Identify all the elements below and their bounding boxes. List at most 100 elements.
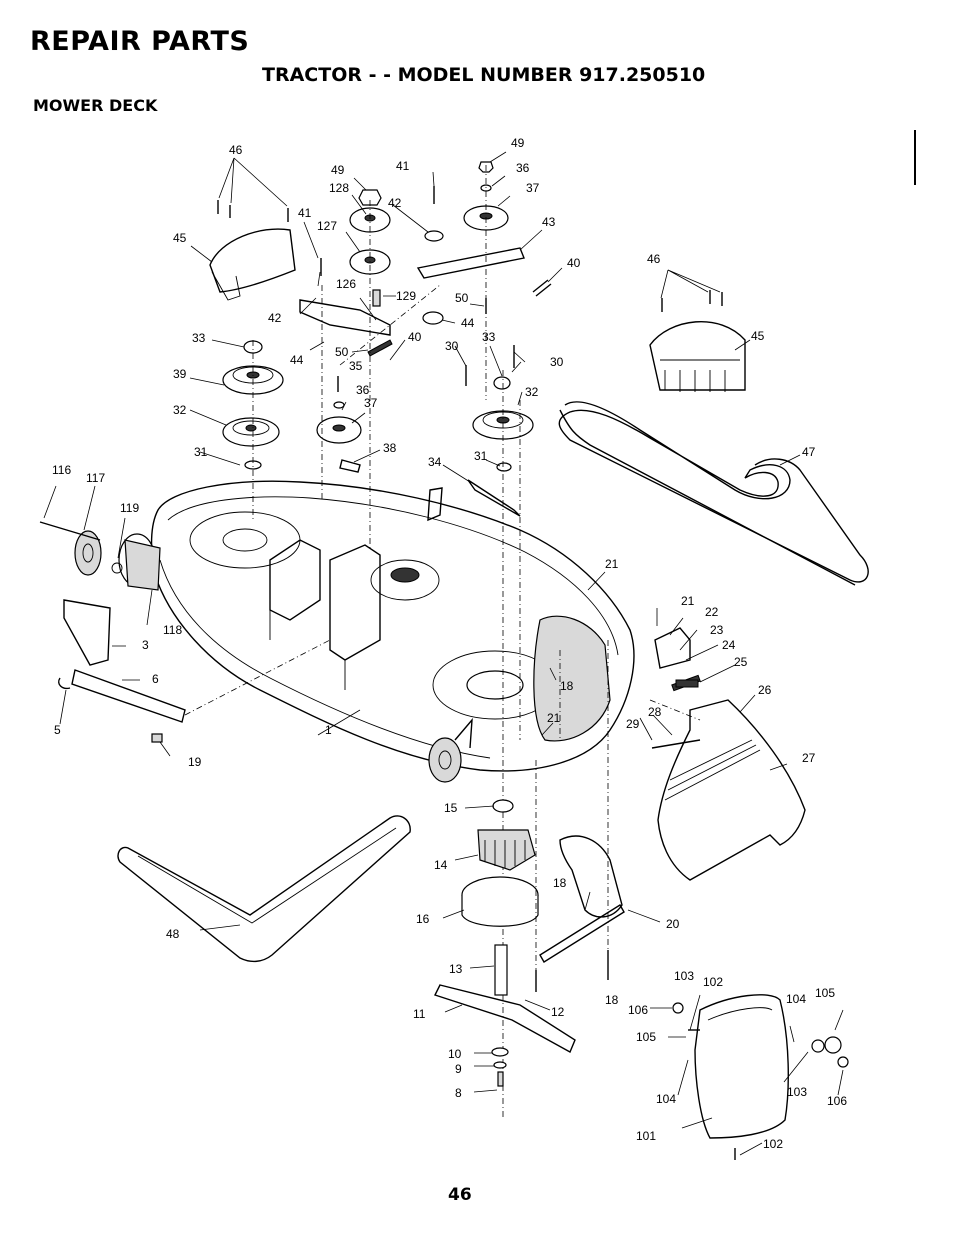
pulley-cover-left — [209, 228, 296, 301]
callout-102: 102 — [763, 1137, 783, 1151]
callout-40: 40 — [567, 256, 581, 270]
callout-6: 6 — [152, 672, 159, 686]
callout-9: 9 — [455, 1062, 462, 1076]
callout-42: 42 — [388, 196, 402, 210]
callout-48: 48 — [166, 927, 180, 941]
callout-32: 32 — [525, 385, 539, 399]
callout-35: 35 — [349, 359, 363, 373]
callout-25: 25 — [734, 655, 748, 669]
callout-36: 36 — [516, 161, 530, 175]
callout-21: 21 — [681, 594, 695, 608]
callout-33: 33 — [192, 331, 206, 345]
alignment-lines — [184, 284, 701, 980]
callout-104: 104 — [786, 992, 806, 1006]
leader-lines — [43, 151, 844, 1156]
callout-18: 18 — [560, 679, 574, 693]
callout-44: 44 — [461, 316, 475, 330]
callout-118: 118 — [163, 623, 182, 637]
callout-106: 106 — [628, 1003, 648, 1017]
callout-126: 126 — [336, 277, 356, 291]
callout-43: 43 — [542, 215, 556, 229]
callout-24: 24 — [722, 638, 736, 652]
callout-37: 37 — [364, 396, 378, 410]
callout-26: 26 — [758, 683, 772, 697]
callout-13: 13 — [449, 962, 463, 976]
bracket-3-and-link-6 — [58, 599, 186, 743]
chute-bracket-upper — [654, 627, 691, 669]
callout-28: 28 — [648, 705, 662, 719]
callout-102: 102 — [703, 975, 723, 989]
callout-30: 30 — [445, 339, 459, 353]
callout-40: 40 — [408, 330, 422, 344]
callout-12: 12 — [551, 1005, 565, 1019]
callout-41: 41 — [298, 206, 312, 220]
gauge-wheel-left — [39, 521, 123, 576]
mower-deck-housing — [118, 480, 635, 772]
callout-18: 18 — [553, 876, 567, 890]
page-number: 46 — [448, 1185, 472, 1205]
callout-33: 33 — [482, 330, 496, 344]
callout-30: 30 — [550, 355, 564, 369]
callout-46: 46 — [647, 252, 661, 266]
callout-11: 11 — [413, 1007, 426, 1021]
callout-45: 45 — [173, 231, 187, 245]
model-subtitle: TRACTOR - - MODEL NUMBER 917.250510 — [262, 64, 706, 86]
callout-labels: 46 49 41 128 42 49 36 37 43 45 41 127 40… — [52, 136, 847, 1151]
idler-pulleys-center — [299, 189, 393, 550]
callout-37: 37 — [526, 181, 540, 195]
callout-105: 105 — [815, 986, 835, 1000]
callout-104: 104 — [656, 1092, 676, 1106]
callout-31: 31 — [474, 449, 488, 463]
callout-116: 116 — [52, 463, 71, 477]
idler-arm-right — [416, 161, 552, 400]
chute-bracket-20 — [539, 835, 625, 963]
pulley-stack-left — [222, 340, 284, 520]
callout-50: 50 — [455, 291, 469, 305]
callout-47: 47 — [802, 445, 816, 459]
callout-27: 27 — [802, 751, 816, 765]
callout-34: 34 — [428, 455, 442, 469]
callout-101: 101 — [636, 1129, 656, 1143]
callout-42: 42 — [268, 311, 282, 325]
callout-31: 31 — [194, 445, 208, 459]
callout-5: 5 — [54, 723, 61, 737]
callout-10: 10 — [448, 1047, 462, 1061]
callout-44: 44 — [290, 353, 304, 367]
callout-106: 106 — [827, 1094, 847, 1108]
belt-48 — [117, 815, 411, 963]
callout-36: 36 — [356, 383, 370, 397]
callout-128: 128 — [329, 181, 349, 195]
callout-21: 21 — [605, 557, 619, 571]
callout-15: 15 — [444, 801, 458, 815]
callout-45: 45 — [751, 329, 765, 343]
callout-50: 50 — [335, 345, 349, 359]
callout-103: 103 — [787, 1085, 807, 1099]
callout-32: 32 — [173, 403, 187, 417]
discharge-chute — [651, 674, 806, 881]
callout-18: 18 — [605, 993, 619, 1007]
callout-38: 38 — [383, 441, 397, 455]
callout-129: 129 — [396, 289, 416, 303]
callout-23: 23 — [710, 623, 724, 637]
callout-46: 46 — [229, 143, 243, 157]
callout-1: 1 — [325, 723, 332, 737]
callout-41: 41 — [396, 159, 410, 173]
section-heading: MOWER DECK — [33, 96, 158, 115]
callout-117: 117 — [86, 471, 105, 485]
callout-103: 103 — [674, 969, 694, 983]
belt-47 — [558, 401, 869, 586]
callout-29: 29 — [626, 717, 640, 731]
page-title: REPAIR PARTS — [30, 26, 250, 57]
callout-105: 105 — [636, 1030, 656, 1044]
callout-16: 16 — [416, 912, 430, 926]
callout-3: 3 — [142, 638, 149, 652]
pulley-cover-right — [649, 321, 746, 392]
spindle-assembly — [434, 799, 576, 1087]
callout-39: 39 — [173, 367, 187, 381]
callout-119: 119 — [120, 501, 139, 515]
callout-8: 8 — [455, 1086, 462, 1100]
callout-127: 127 — [317, 219, 337, 233]
lower-guard-101 — [672, 994, 849, 1139]
callout-49: 49 — [331, 163, 345, 177]
